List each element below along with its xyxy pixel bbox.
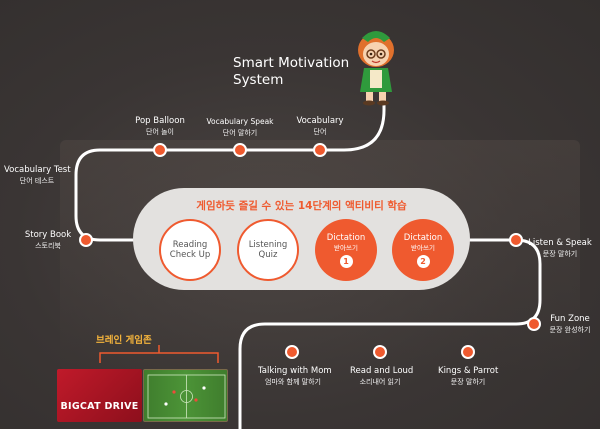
game-card-soccer[interactable]: [143, 369, 228, 422]
game-zone-bracket-icon: [99, 345, 219, 363]
stop-dot-pop-balloon[interactable]: [153, 143, 167, 157]
mascot-character-icon: [358, 31, 394, 106]
stop-dot-fun-zone[interactable]: [527, 317, 541, 331]
stop-dot-kings-parrot[interactable]: [461, 345, 475, 359]
stop-dot-vocabulary[interactable]: [313, 143, 327, 157]
stop-dot-story-book[interactable]: [79, 233, 93, 247]
circle-dictation-2[interactable]: Dictation 받아쓰기 2: [392, 219, 454, 281]
page-title: Smart Motivation System: [233, 55, 350, 88]
stop-dot-listen-speak[interactable]: [509, 233, 523, 247]
step-number-badge: 2: [416, 254, 430, 268]
stop-dot-talking-with-mom[interactable]: [285, 345, 299, 359]
game-card-bigcat-drive[interactable]: BIGCAT DRIVE: [57, 369, 142, 422]
pill-heading: 게임하듯 즐길 수 있는 14단계의 액티비티 학습: [196, 200, 407, 212]
stop-dot-read-and-loud[interactable]: [373, 345, 387, 359]
stop-dot-vocabulary-speak[interactable]: [233, 143, 247, 157]
step-number-badge: 1: [339, 254, 353, 268]
soccer-field-icon: [147, 374, 226, 419]
circle-dictation-1[interactable]: Dictation 받아쓰기 1: [315, 219, 377, 281]
game-zone-title: 브레인 게임존: [96, 335, 152, 346]
circle-listening-quiz[interactable]: Listening Quiz: [237, 219, 299, 281]
circle-reading-check-up[interactable]: Reading Check Up: [159, 219, 221, 281]
